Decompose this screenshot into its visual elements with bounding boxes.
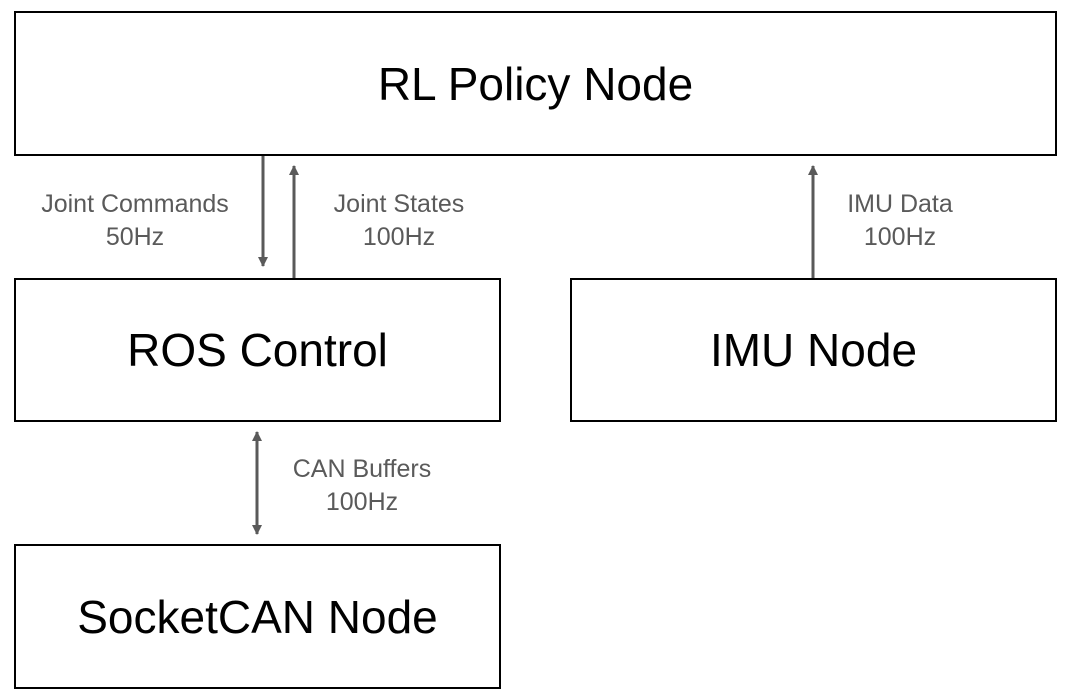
imu-data-label: IMU Data 100Hz [830, 188, 970, 254]
can-buffers-rate: 100Hz [325, 488, 399, 516]
joint-states-label: Joint States 100Hz [310, 188, 488, 254]
imu-node: IMU Node [570, 278, 1057, 422]
joint-states-rate: 100Hz [362, 223, 436, 251]
rl-policy-node-label: RL Policy Node [377, 57, 694, 110]
can-buffers-name: CAN Buffers [292, 455, 432, 483]
socketcan-node-label: SocketCAN Node [77, 590, 438, 643]
can-buffers-label: CAN Buffers 100Hz [272, 453, 452, 519]
joint-commands-name: Joint Commands [41, 190, 229, 218]
imu-data-rate: 100Hz [863, 223, 937, 251]
rl-policy-node: RL Policy Node [14, 11, 1057, 156]
ros-control-node: ROS Control [14, 278, 501, 422]
joint-states-name: Joint States [333, 190, 465, 218]
joint-commands-rate: 50Hz [105, 223, 165, 251]
socketcan-node: SocketCAN Node [14, 544, 501, 689]
ros-control-node-label: ROS Control [127, 324, 388, 376]
imu-data-name: IMU Data [847, 190, 953, 218]
joint-commands-label: Joint Commands 50Hz [24, 188, 246, 254]
imu-node-label: IMU Node [709, 324, 918, 376]
